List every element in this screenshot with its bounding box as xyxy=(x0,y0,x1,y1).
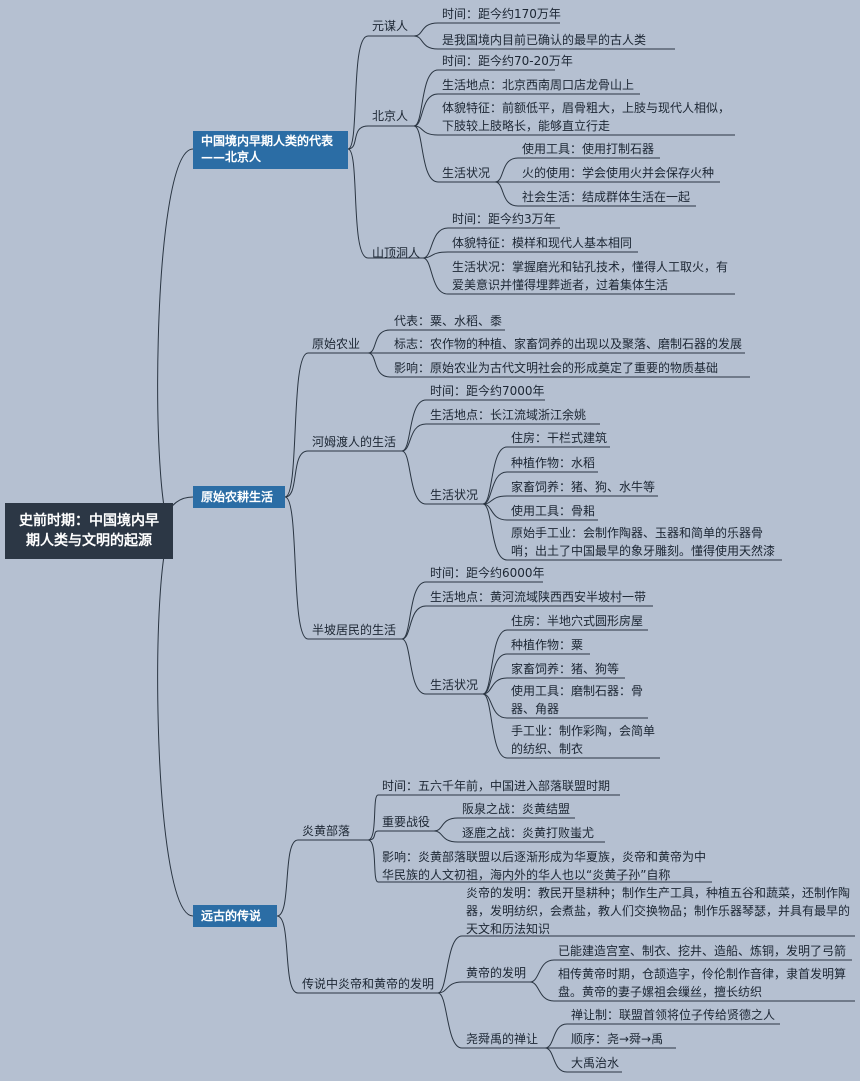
node-hemudu-life[interactable]: 生活状况 xyxy=(430,488,479,502)
node-shanding[interactable]: 山顶洞人 xyxy=(372,246,421,260)
node-banpo-house[interactable]: 住房：半地穴式圆形房屋 xyxy=(511,614,644,628)
node-hemudu[interactable]: 河姆渡人的生活 xyxy=(312,435,397,449)
node-yuanmou-time[interactable]: 时间：距今约170万年 xyxy=(442,7,561,21)
node-zhuolu[interactable]: 逐鹿之战：炎黄打败蚩尤 xyxy=(462,826,595,840)
node-banpo-animal[interactable]: 家畜饲养：猪、狗等 xyxy=(511,662,620,676)
node-beijing[interactable]: 北京人 xyxy=(372,109,409,123)
node-shanding-body[interactable]: 体貌特征：模样和现代人基本相同 xyxy=(452,236,633,250)
node-hemudu-tool[interactable]: 使用工具：骨耜 xyxy=(511,504,596,518)
node-beijing-life[interactable]: 生活状况 xyxy=(442,166,491,180)
node-hemudu-craft[interactable]: 原始手工业：会制作陶器、玉器和简单的乐器骨哨；出土了中国最早的象牙雕刻。懂得使用… xyxy=(511,526,776,558)
node-shan[interactable]: 尧舜禹的禅让 xyxy=(466,1032,539,1046)
topic-beijing-man[interactable]: 中国境内早期人类的代表——北京人 xyxy=(193,131,348,169)
node-hemudu-place[interactable]: 生活地点：长江流域浙江余姚 xyxy=(430,408,587,422)
node-shanding-life[interactable]: 生活状况：掌握磨光和钻孔技术，懂得人工取火，有爱美意识并懂得埋葬逝者，过着集体生… xyxy=(452,260,729,292)
node-beijing-body[interactable]: 体貌特征：前额低平，眉骨粗大，上肢与现代人相似，下肢较上肢略长，能够直立行走 xyxy=(442,101,731,133)
node-hemudu-time[interactable]: 时间：距今约7000年 xyxy=(430,384,545,398)
node-battles[interactable]: 重要战役 xyxy=(382,815,431,829)
node-banpo-time[interactable]: 时间：距今约6000年 xyxy=(430,566,545,580)
node-yanhuang-impact[interactable]: 影响：炎黄部落联盟以后逐渐形成为华夏族，炎帝和黄帝为中华民族的人文初祖，海内外的… xyxy=(382,850,707,882)
node-beijing-tool[interactable]: 使用工具：使用打制石器 xyxy=(522,142,655,156)
node-banpo-craft[interactable]: 手工业：制作彩陶，会简单的纺织、制衣 xyxy=(511,724,656,756)
node-yanhuang-time[interactable]: 时间：五六千年前，中国进入部落联盟时期 xyxy=(382,779,611,793)
node-beijing-time[interactable]: 时间：距今约70-20万年 xyxy=(442,54,573,68)
node-shan2[interactable]: 顺序：尧→舜→禹 xyxy=(571,1032,664,1046)
node-shan1[interactable]: 禅让制：联盟首领将位子传给贤德之人 xyxy=(571,1008,776,1022)
node-huangdi1[interactable]: 已能建造宫室、制衣、挖井、造船、炼铜，发明了弓箭 xyxy=(558,944,847,958)
node-banquan[interactable]: 阪泉之战：炎黄结盟 xyxy=(462,802,571,816)
node-huangdi[interactable]: 黄帝的发明 xyxy=(466,966,527,980)
topic-legends[interactable]: 远古的传说 xyxy=(193,905,277,927)
topic-primitive-farming[interactable]: 原始农耕生活 xyxy=(193,486,285,508)
node-beijing-place[interactable]: 生活地点：北京西南周口店龙骨山上 xyxy=(442,78,635,92)
node-yanhuang[interactable]: 炎黄部落 xyxy=(302,824,351,838)
node-shanding-time[interactable]: 时间：距今约3万年 xyxy=(452,212,556,226)
node-banpo-place[interactable]: 生活地点：黄河流域陕西西安半坡村一带 xyxy=(430,590,647,604)
node-banpo-life[interactable]: 生活状况 xyxy=(430,678,479,692)
node-banpo-tool[interactable]: 使用工具：磨制石器：骨器、角器 xyxy=(511,684,644,716)
node-yandi[interactable]: 炎帝的发明：教民开垦耕种；制作生产工具，种植五谷和蔬菜，还制作陶器，发明纺织，会… xyxy=(466,886,851,936)
node-shan3[interactable]: 大禹治水 xyxy=(571,1056,620,1070)
node-beijing-society[interactable]: 社会生活：结成群体生活在一起 xyxy=(522,190,691,204)
node-huangdi2[interactable]: 相传黄帝时期，仓颉造字，伶伦制作音律，隶首发明算盘。黄帝的妻子嫘祖会缫丝，擅长纺… xyxy=(558,967,847,999)
node-yuanmou[interactable]: 元谋人 xyxy=(372,19,409,33)
node-banpo-crop[interactable]: 种植作物：粟 xyxy=(511,638,584,652)
node-beijing-fire[interactable]: 火的使用：学会使用火并会保存火种 xyxy=(522,166,715,180)
node-hemudu-crop[interactable]: 种植作物：水稻 xyxy=(511,456,596,470)
node-hemudu-house[interactable]: 住房：干栏式建筑 xyxy=(511,431,608,445)
node-agri-rep[interactable]: 代表：粟、水稻、黍 xyxy=(394,314,503,328)
node-agri[interactable]: 原始农业 xyxy=(312,337,361,351)
node-agri-impact[interactable]: 影响：原始农业为古代文明社会的形成奠定了重要的物质基础 xyxy=(394,361,719,375)
node-hemudu-animal[interactable]: 家畜饲养：猪、狗、水牛等 xyxy=(511,480,656,494)
root-topic[interactable]: 史前时期：中国境内早期人类与文明的起源 xyxy=(5,503,173,559)
node-agri-sign[interactable]: 标志：农作物的种植、家畜饲养的出现以及聚落、磨制石器的发展 xyxy=(394,337,743,351)
node-inventions[interactable]: 传说中炎帝和黄帝的发明 xyxy=(302,977,435,991)
node-banpo[interactable]: 半坡居民的生活 xyxy=(312,623,397,637)
node-yuanmou-note[interactable]: 是我国境内目前已确认的最早的古人类 xyxy=(442,33,647,47)
